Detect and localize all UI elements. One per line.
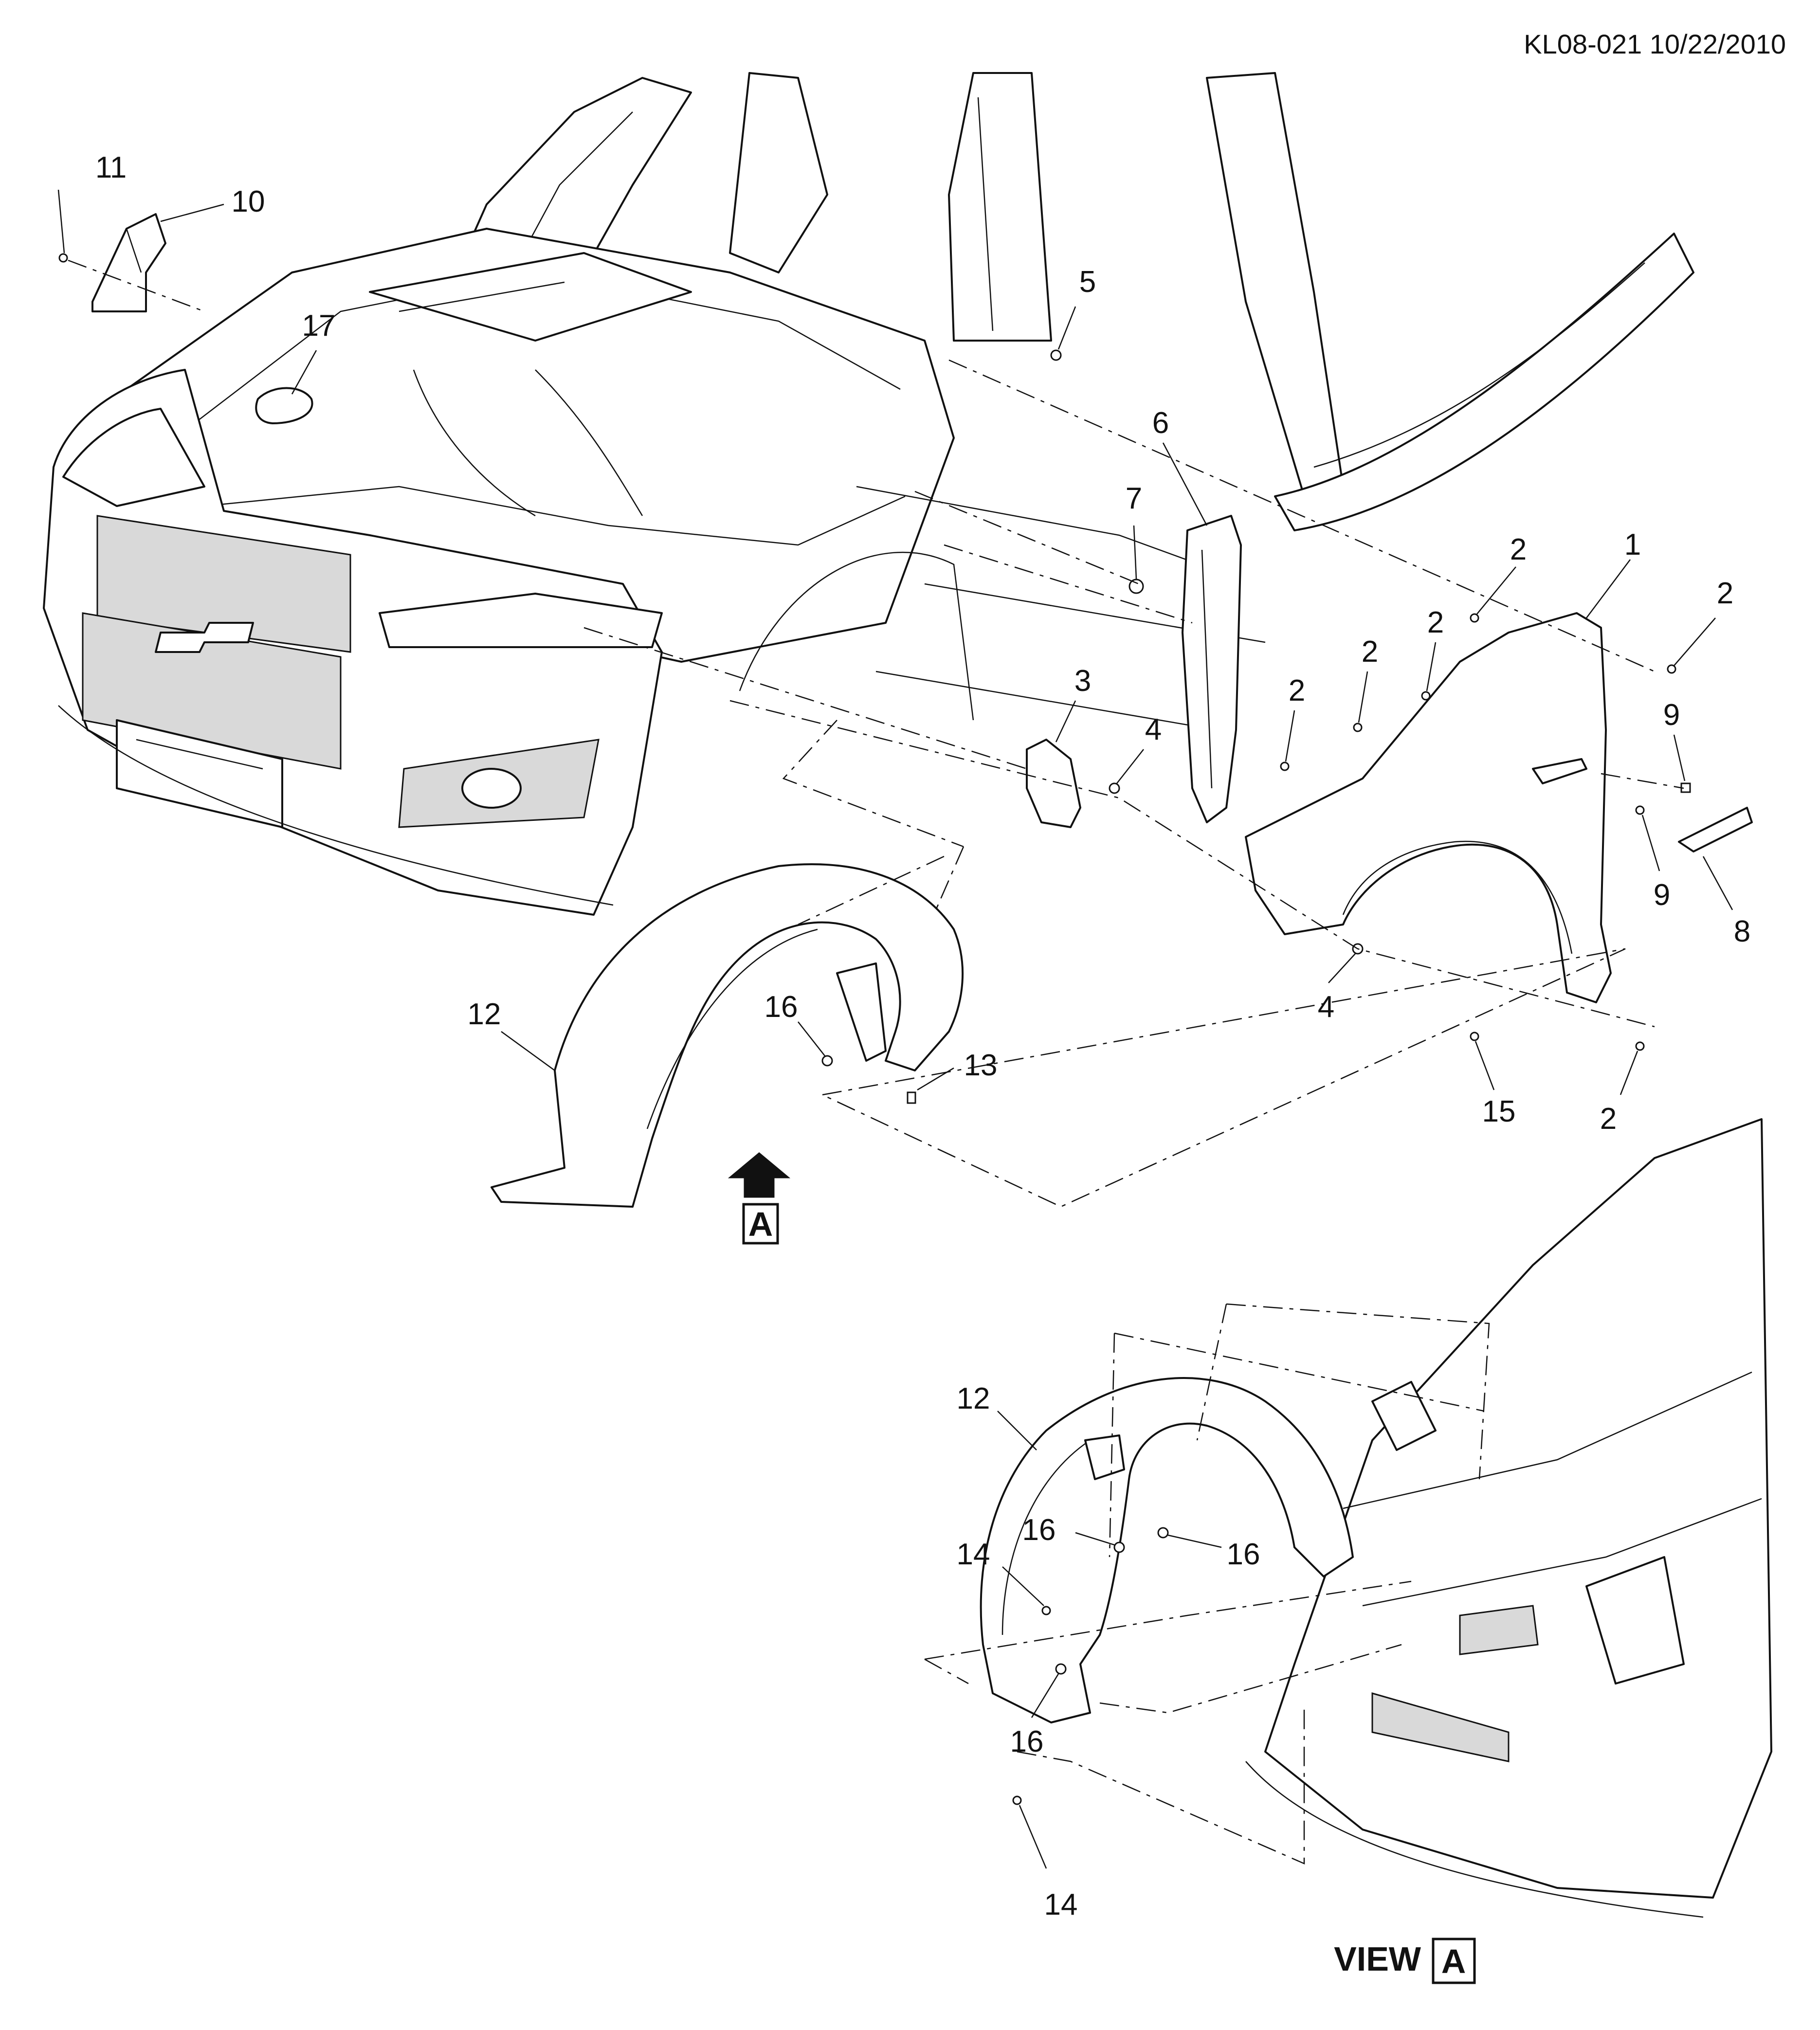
bracket-part-10 (91, 213, 166, 312)
bolt-part-4a (1109, 782, 1120, 794)
callout-6: 6 (1152, 406, 1169, 440)
grommet-part-7 (1128, 579, 1144, 594)
callout-2-f: 2 (1600, 1102, 1617, 1136)
callout-9-b: 9 (1654, 878, 1670, 912)
fog-lamp (461, 768, 522, 809)
callout-16-c: 16 (1227, 1538, 1260, 1571)
callout-7: 7 (1126, 482, 1142, 515)
callout-8: 8 (1734, 915, 1750, 948)
callout-16-a: 16 (764, 990, 798, 1024)
vehicle-body (43, 72, 1694, 916)
bowtie-emblem (155, 622, 254, 653)
callout-12-a: 12 (468, 997, 501, 1031)
screw-part-11 (58, 253, 68, 263)
nut-part-5 (1050, 349, 1062, 361)
clip-part-13 (907, 1091, 916, 1104)
vent-part-8 (1678, 807, 1753, 852)
callout-labels: 11 10 17 5 6 7 2 1 2 2 2 2 3 4 9 9 8 4 1… (95, 151, 1750, 1921)
screw-part-16a (821, 1055, 833, 1067)
callout-5: 5 (1079, 265, 1096, 299)
screw-part-16c (1157, 1527, 1169, 1539)
wheelhouse-liner-part-12-view-a (980, 1377, 1354, 1723)
callout-10: 10 (232, 185, 265, 218)
callout-14-b: 14 (1044, 1888, 1078, 1921)
callout-16-b: 16 (1022, 1513, 1056, 1547)
callout-3: 3 (1074, 664, 1091, 698)
screw-part-15 (1470, 1032, 1479, 1041)
wheelhouse-liner-part-12 (491, 863, 964, 1208)
screw-part-16d (1055, 1663, 1067, 1675)
callout-15: 15 (1482, 1095, 1516, 1128)
callout-11: 11 (95, 151, 127, 184)
view-caption: VIEW A (1334, 1938, 1476, 1984)
callout-12-b: 12 (957, 1382, 990, 1415)
screw-part-14b (1012, 1795, 1022, 1805)
screw-part-2d (1353, 723, 1363, 732)
grommet-part-17 (255, 387, 313, 424)
view-marker-letter: A (748, 1205, 773, 1243)
view-caption-letter: A (1441, 1942, 1466, 1980)
screw-part-2e (1280, 761, 1290, 771)
upper-grille (96, 515, 351, 653)
callout-4-a: 4 (1145, 713, 1162, 746)
callout-2-d: 2 (1362, 635, 1378, 669)
screw-part-2a (1470, 613, 1479, 623)
callout-16-d: 16 (1010, 1725, 1044, 1758)
callout-2-e: 2 (1289, 674, 1305, 707)
callout-2-a: 2 (1510, 533, 1527, 566)
screw-part-2b (1667, 664, 1676, 674)
callout-1: 1 (1624, 528, 1641, 562)
callout-9-a: 9 (1663, 698, 1680, 732)
screw-part-2f (1635, 1041, 1645, 1051)
fender-part-1 (1245, 612, 1612, 1003)
diagram-code: KL08-021 10/22/2010 (1524, 29, 1786, 59)
screw-part-2c (1421, 691, 1431, 701)
callout-2-c: 2 (1427, 606, 1444, 639)
view-a-marker: A (728, 1152, 791, 1245)
callout-17: 17 (302, 309, 336, 343)
clip-part-9b (1635, 805, 1645, 815)
callout-13: 13 (964, 1049, 998, 1082)
screw-part-14a (1041, 1606, 1051, 1615)
view-a-body (1245, 1118, 1772, 1918)
view-caption-word: VIEW (1334, 1940, 1421, 1978)
seal-part-6 (1182, 515, 1242, 823)
screw-part-16b (1113, 1541, 1125, 1553)
callout-4-b: 4 (1318, 990, 1334, 1024)
callout-14-a: 14 (957, 1538, 990, 1571)
callout-2-b: 2 (1717, 577, 1733, 610)
bracket-part-3 (1026, 739, 1081, 828)
